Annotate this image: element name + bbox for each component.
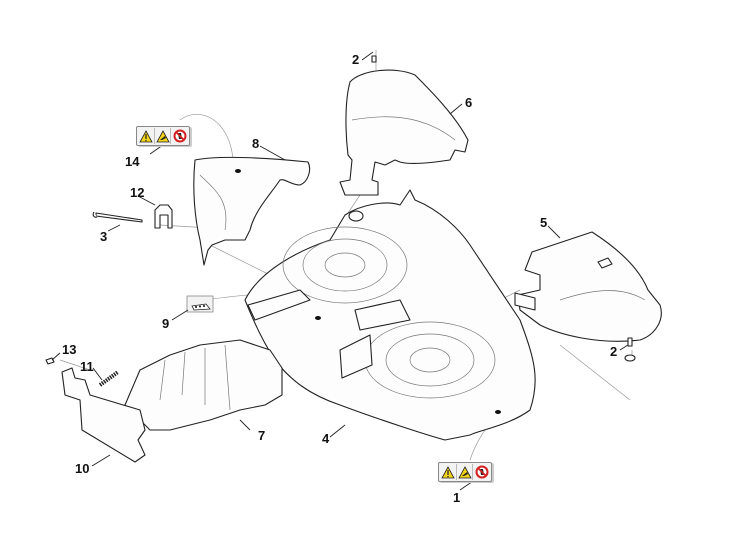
leader-lines [51, 51, 629, 491]
no-hands-prohibition-icon [172, 128, 187, 144]
warning-triangle-icon [441, 464, 457, 480]
part-11-spring[interactable] [98, 370, 120, 387]
hand-blade-hazard-icon [458, 464, 474, 480]
callout-13: 13 [62, 342, 77, 357]
callout-10: 10 [75, 461, 90, 476]
part-5-cover[interactable] [514, 231, 662, 362]
part-4-deck[interactable] [244, 189, 536, 441]
callout-8: 8 [252, 136, 260, 151]
callout-1: 1 [453, 490, 461, 505]
no-hands-prohibition-icon [474, 464, 489, 480]
part-12-clip[interactable] [154, 204, 173, 229]
callout-14: 14 [125, 154, 140, 169]
callout-4: 4 [322, 431, 330, 446]
warning-triangle-icon [139, 128, 155, 144]
part-10-bracket[interactable] [61, 367, 146, 463]
callout-6: 6 [465, 95, 473, 110]
part-9-label[interactable] [186, 295, 214, 313]
callout-2-top: 2 [352, 52, 360, 67]
callout-9: 9 [162, 316, 170, 331]
part-6-cover[interactable] [339, 55, 469, 196]
callout-2-right: 2 [610, 344, 618, 359]
callout-5: 5 [540, 215, 548, 230]
callout-3: 3 [100, 229, 108, 244]
part-3-rod[interactable] [92, 211, 143, 223]
warning-label-1[interactable] [438, 462, 492, 482]
callout-7: 7 [258, 428, 266, 443]
hand-blade-hazard-icon [156, 128, 172, 144]
warning-label-14[interactable] [136, 126, 190, 146]
part-8-cover[interactable] [193, 156, 311, 266]
callout-11: 11 [80, 359, 94, 374]
callout-12: 12 [130, 185, 145, 200]
part-7-chute[interactable] [124, 339, 283, 431]
